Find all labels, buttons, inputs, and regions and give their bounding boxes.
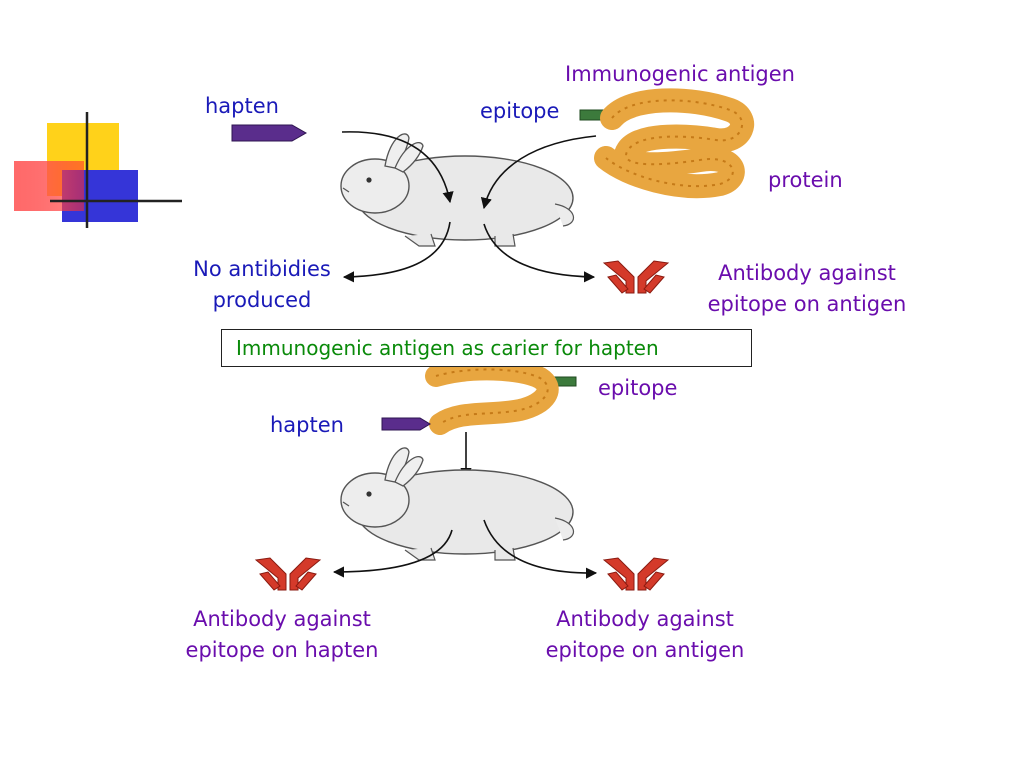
bottom-panel-illustration	[255, 358, 669, 591]
ornament-red-square	[14, 161, 84, 211]
no-antibodies-line2: produced	[212, 288, 312, 312]
no-antibodies-label: No antibidies produced	[172, 254, 352, 316]
arrow-antigen-to-rabbit	[480, 135, 597, 210]
antibody-epitope-antigen-top-label: Antibody against epitope on antigen	[690, 258, 924, 320]
caption-text: Immunogenic antigen as carier for hapten	[236, 336, 659, 360]
hapten-label-top: hapten	[205, 94, 279, 118]
no-antibodies-line1: No antibidies	[193, 257, 331, 281]
arrow-rabbit-to-antibody-hapten	[332, 529, 453, 578]
epitope-label-bottom: epitope	[598, 376, 678, 400]
caption-box: Immunogenic antigen as carier for hapten	[221, 329, 752, 367]
antibody-epitope-antigen-top-line1: Antibody against	[718, 261, 896, 285]
antibody-epitope-hapten-line2: epitope on hapten	[185, 638, 379, 662]
antibody-epitope-hapten-label: Antibody against epitope on hapten	[162, 604, 402, 666]
antibody-icon-antigen	[603, 557, 669, 591]
arrow-hapten-to-rabbit	[341, 131, 454, 204]
hapten-arrow-shape-top	[231, 124, 308, 142]
protein-chain-bottom	[425, 358, 559, 435]
protein-chain-top	[594, 88, 754, 199]
antibody-epitope-hapten-line1: Antibody against	[193, 607, 371, 631]
arrow-rabbit-to-antibody-antigen	[483, 519, 598, 579]
antibody-epitope-antigen-top-line2: epitope on antigen	[707, 292, 907, 316]
top-panel-illustration	[231, 88, 754, 294]
antibody-epitope-antigen-bottom-label: Antibody against epitope on antigen	[522, 604, 768, 666]
protein-label: protein	[768, 168, 843, 192]
hapten-arrow-shape-bottom	[381, 417, 431, 431]
rabbit-top	[340, 133, 575, 247]
hapten-label-bottom: hapten	[270, 413, 344, 437]
epitope-label-top: epitope	[480, 99, 560, 123]
antibody-icon-top	[603, 260, 669, 294]
arrow-rabbit-to-no-antibodies	[342, 221, 451, 283]
arrow-rabbit-to-antibody-top	[483, 223, 596, 283]
antibody-epitope-antigen-bottom-line1: Antibody against	[556, 607, 734, 631]
antibody-icon-hapten	[255, 557, 321, 591]
corner-ornament	[14, 112, 182, 228]
rabbit-bottom	[340, 447, 575, 561]
immunogenic-antigen-label: Immunogenic antigen	[565, 62, 795, 86]
antibody-epitope-antigen-bottom-line2: epitope on antigen	[545, 638, 745, 662]
